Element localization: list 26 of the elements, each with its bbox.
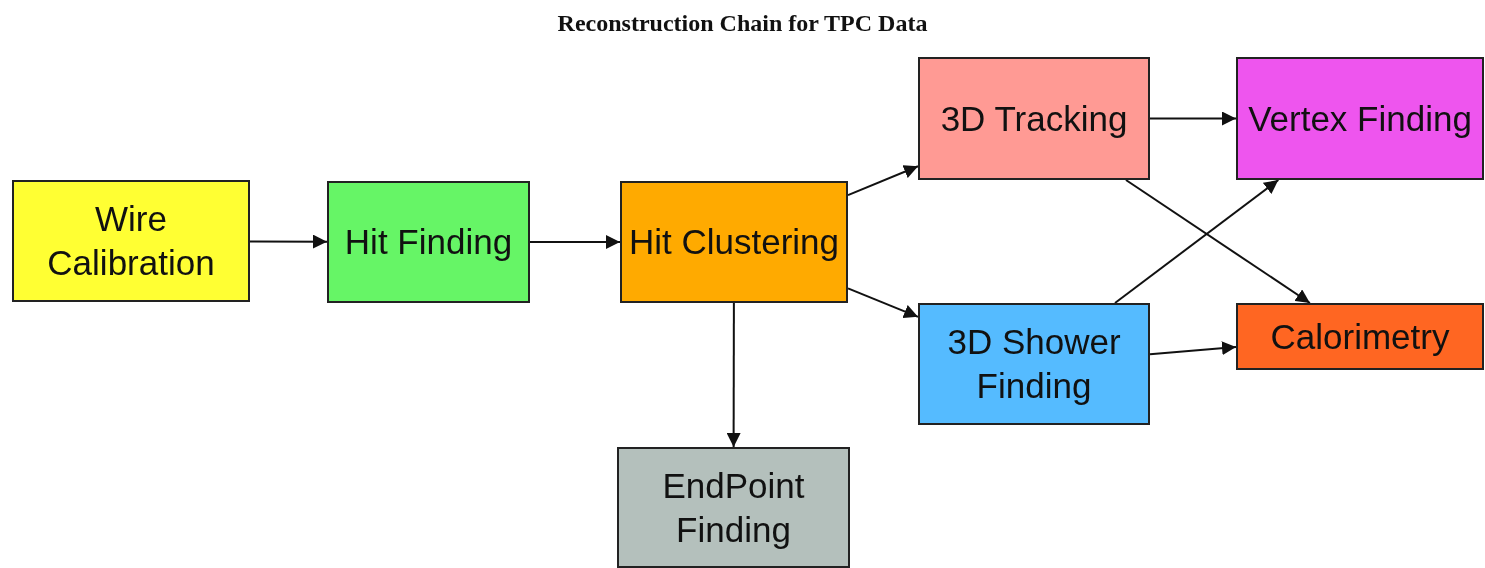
box-label: Calorimetry (1270, 315, 1450, 358)
arrow (1149, 111, 1237, 126)
arrow (529, 235, 621, 249)
process-box (620, 181, 848, 303)
process-box (1236, 57, 1484, 180)
box-label: Hit Finding (344, 221, 513, 264)
arrow (847, 165, 919, 197)
box-label: Vertex Finding (1248, 97, 1472, 140)
box-label: 3D Tracking (940, 97, 1128, 140)
process-box (12, 180, 250, 302)
arrow (1114, 179, 1280, 304)
process-box (1236, 303, 1484, 370)
arrow (249, 234, 328, 249)
process-box (327, 181, 530, 303)
arrow (847, 287, 919, 319)
process-box (918, 303, 1150, 425)
box-label: Hit Clustering (628, 221, 840, 264)
process-box (918, 57, 1150, 180)
box-label: 3D Shower Finding (946, 321, 1122, 407)
process-box (617, 447, 850, 568)
arrow (1124, 179, 1311, 304)
box-label: EndPoint Finding (661, 464, 806, 551)
arrow (1149, 341, 1237, 356)
diagram-title: Reconstruction Chain for TPC Data (557, 10, 928, 36)
arrow (726, 302, 741, 448)
box-label: Wire Calibration (46, 198, 216, 284)
